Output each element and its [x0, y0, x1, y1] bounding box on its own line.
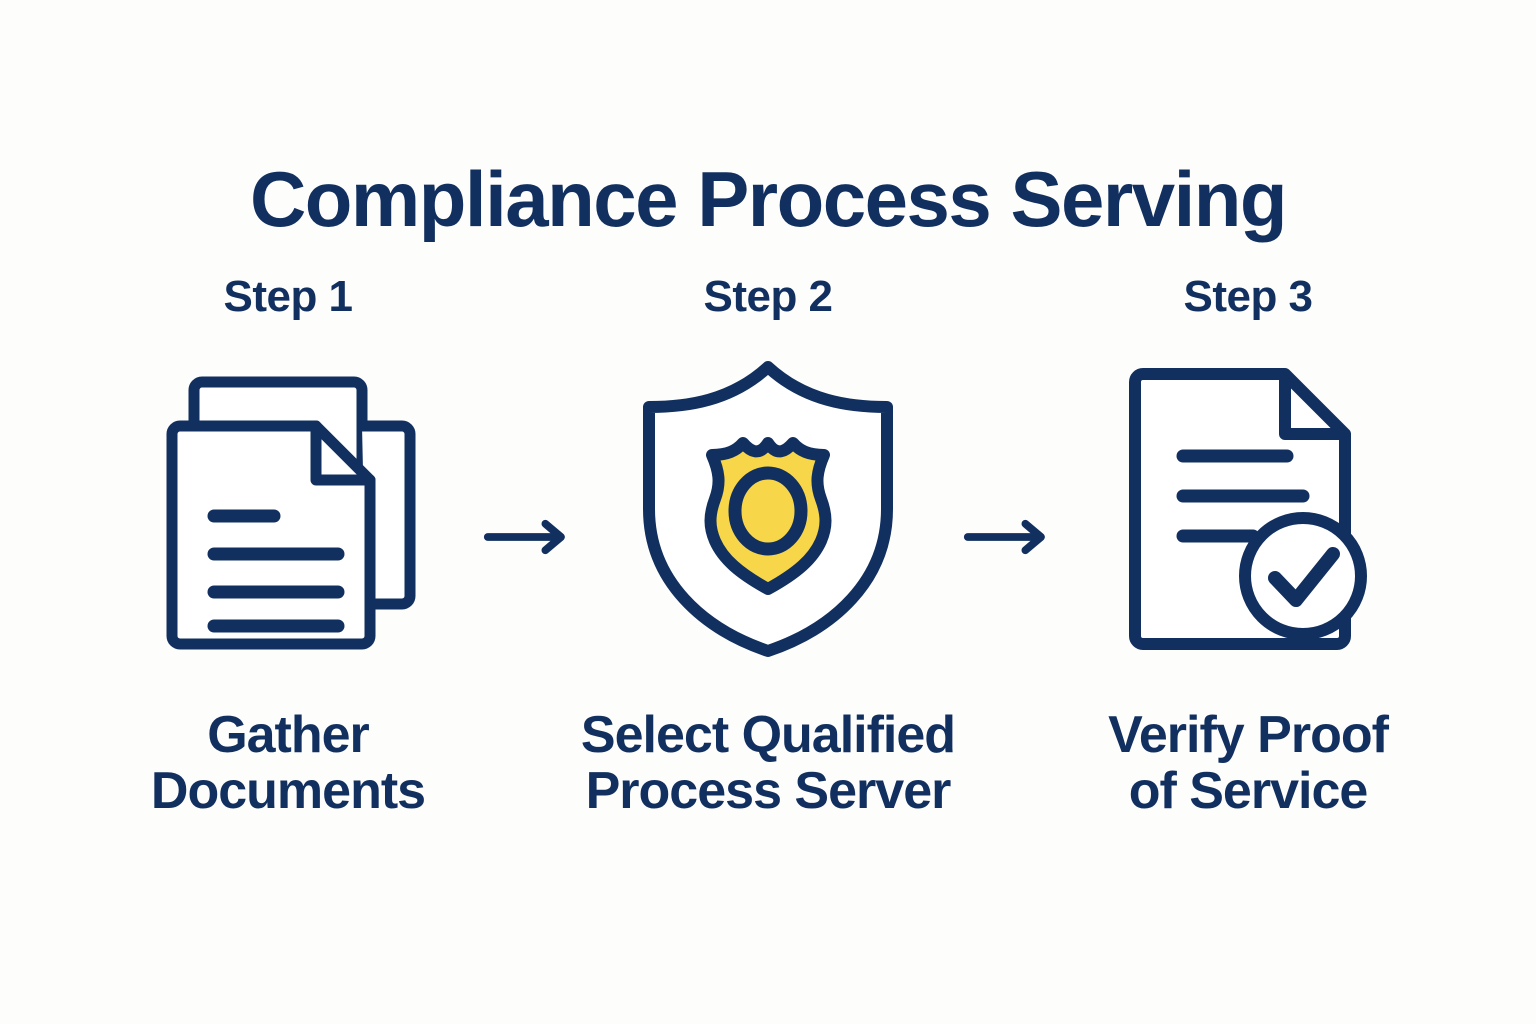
arrow-right-icon — [483, 519, 565, 555]
step-2-caption: Select Qualified Process Server — [580, 706, 956, 821]
steps-row: Step 1 — [0, 275, 1536, 895]
badge-center-ring — [728, 466, 808, 556]
documents-icon — [166, 376, 416, 650]
step-3-caption: Verify Proof of Service — [1108, 706, 1389, 821]
step-1: Step 1 — [93, 272, 483, 821]
step-3-label: Step 3 — [1183, 272, 1313, 321]
step-1-label: Step 1 — [223, 272, 353, 321]
step-3-icon-container — [1098, 359, 1398, 659]
document-fold — [1279, 374, 1345, 440]
badge-shape — [704, 437, 832, 595]
documents-icon-text-lines — [207, 509, 345, 633]
check-icon — [1268, 547, 1340, 607]
page-title: Compliance Process Serving — [249, 155, 1288, 244]
step-1-icon-container — [138, 359, 438, 659]
check-circle — [1239, 512, 1367, 640]
shield-badge-icon — [643, 361, 893, 657]
connector-arrow-1 — [483, 275, 573, 567]
document-check-icon — [1129, 368, 1367, 650]
step-3-caption-line-1: Verify Proof — [1108, 706, 1389, 764]
step-2: Step 2 Select Qualified Process Server — [573, 272, 963, 821]
arrow-right-icon — [963, 519, 1045, 555]
step-2-label: Step 2 — [703, 272, 833, 321]
step-1-caption: Gather Documents — [150, 706, 426, 821]
step-3-caption-line-2: of Service — [1128, 762, 1369, 821]
step-1-caption-line-2: Documents — [150, 762, 426, 821]
step-2-caption-line-1: Select Qualified — [580, 706, 956, 764]
connector-arrow-2 — [963, 275, 1053, 567]
step-2-icon-container — [618, 359, 918, 659]
step-3: Step 3 Verify Proof — [1053, 272, 1443, 821]
step-2-caption-line-2: Process Server — [585, 762, 952, 821]
document-text-lines — [1176, 449, 1310, 543]
step-1-caption-line-1: Gather — [207, 706, 370, 764]
